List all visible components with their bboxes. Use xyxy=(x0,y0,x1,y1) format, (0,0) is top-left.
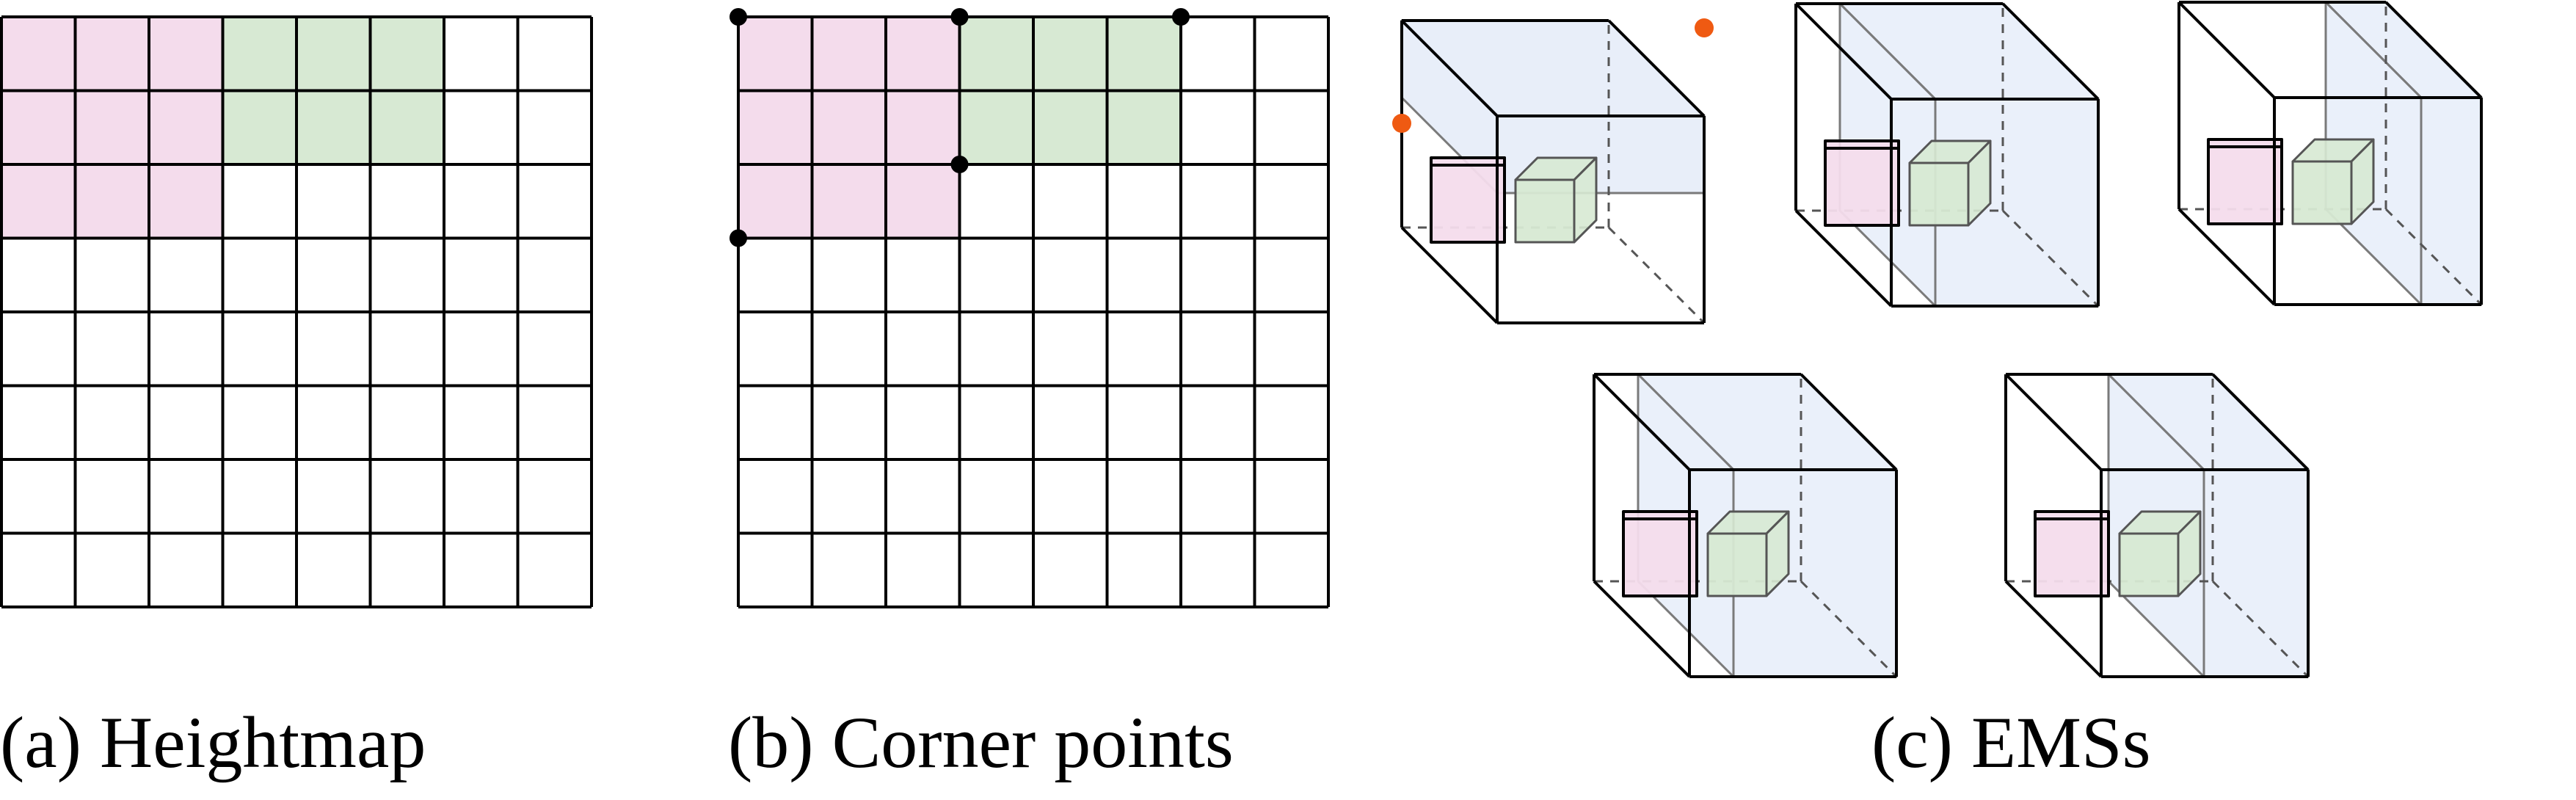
ems-cube-4 xyxy=(1593,373,1898,678)
ems-space-top xyxy=(1402,21,1704,116)
cube-edge xyxy=(2004,373,2103,471)
pink-box-front xyxy=(1622,517,1698,597)
grid-cell-pink xyxy=(75,17,149,91)
green-box-front xyxy=(1908,161,1970,227)
caption-heightmap: (a) Heightmap xyxy=(0,702,426,783)
grid-cell-green xyxy=(959,17,1033,91)
cube-edge xyxy=(1794,209,1893,308)
grid-cell-pink xyxy=(738,17,812,91)
cube-edge xyxy=(1400,19,1499,117)
ems-space-front xyxy=(2420,96,2483,306)
hidden-edge xyxy=(1607,226,1706,324)
cube-edge xyxy=(2384,1,2483,99)
green-box-front xyxy=(2118,532,2180,597)
grid-cell-green xyxy=(222,17,296,91)
cube-edge xyxy=(2211,373,2310,471)
grid-cell-pink xyxy=(812,90,886,164)
hidden-edge xyxy=(2384,208,2483,306)
caption-ems: (c) EMSs xyxy=(1871,702,2151,783)
ems-panel xyxy=(1392,1,2483,678)
green-box-front xyxy=(1514,178,1576,244)
ems-cube-3 xyxy=(2177,1,2483,306)
cube-edge xyxy=(1400,226,1499,324)
hidden-edge xyxy=(1800,580,1898,678)
ems-corner-point xyxy=(1695,18,1714,37)
corner-point xyxy=(950,156,969,173)
grid-cell-green xyxy=(370,17,444,91)
pink-box-front xyxy=(2207,145,2283,225)
ems-space-front xyxy=(2202,468,2310,678)
cube-edge xyxy=(1593,373,1691,471)
grid-cell-pink xyxy=(149,17,223,91)
ems-corner-point xyxy=(1392,114,1411,133)
pink-box-front xyxy=(1824,147,1900,227)
grid-cell-pink xyxy=(738,164,812,239)
grid-cell-green xyxy=(959,90,1033,164)
green-box-front xyxy=(1706,532,1768,597)
green-box-front xyxy=(2291,160,2353,225)
grid-cell-pink xyxy=(886,90,960,164)
grid-cell-green xyxy=(296,90,371,164)
hidden-edge xyxy=(2001,209,2100,308)
pink-box-front xyxy=(2034,517,2110,597)
grid-cell-pink xyxy=(812,164,886,239)
corner-point xyxy=(1172,8,1190,26)
caption-corner-points: (b) Corner points xyxy=(728,702,1234,783)
cube-edge xyxy=(2177,208,2276,306)
grid-cell-green xyxy=(296,17,371,91)
corner-point xyxy=(729,8,747,26)
cube-edge xyxy=(2004,580,2103,678)
grid-cell-green xyxy=(222,90,296,164)
cube-edge xyxy=(1794,2,1893,101)
ems-cube-5 xyxy=(2004,373,2310,678)
cube-edge xyxy=(1607,19,1706,117)
grid-cell-pink xyxy=(812,17,886,91)
cube-edge xyxy=(1800,373,1898,471)
grid-cell-green xyxy=(370,90,444,164)
corner-point xyxy=(950,8,969,26)
cube-edge xyxy=(1593,580,1691,678)
ems-cube-1 xyxy=(1392,18,1714,324)
grid-cell-green xyxy=(1033,17,1107,91)
cube-edge xyxy=(2001,2,2100,101)
corner-points-panel xyxy=(729,8,1330,608)
heightmap-panel xyxy=(0,15,593,608)
grid-cell-pink xyxy=(75,164,149,239)
grid-cell-pink xyxy=(149,164,223,239)
grid-cell-green xyxy=(1107,17,1181,91)
grid-cell-pink xyxy=(1,90,76,164)
grid-cell-green xyxy=(1033,90,1107,164)
grid-cell-pink xyxy=(149,90,223,164)
cube-edge xyxy=(2177,1,2276,99)
grid-cell-pink xyxy=(1,17,76,91)
grid-cell-pink xyxy=(886,17,960,91)
grid-cell-pink xyxy=(738,90,812,164)
grid-cell-pink xyxy=(886,164,960,239)
pink-box-front xyxy=(1430,164,1506,244)
ems-cube-2 xyxy=(1794,2,2100,308)
grid-cell-pink xyxy=(75,90,149,164)
grid-cell-pink xyxy=(1,164,76,239)
corner-point xyxy=(729,229,747,247)
hidden-edge xyxy=(2211,580,2310,678)
grid-cell-green xyxy=(1107,90,1181,164)
